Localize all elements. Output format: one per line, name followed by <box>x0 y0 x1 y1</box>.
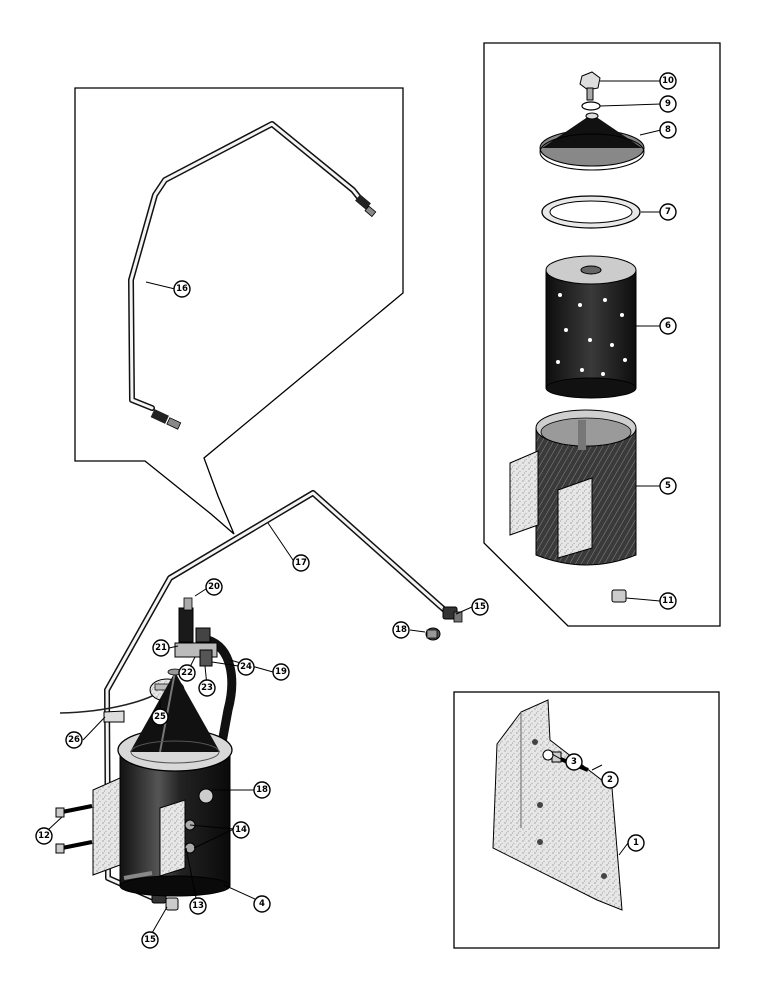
callout-12: 12 <box>35 827 53 845</box>
svg-text:18: 18 <box>395 625 407 635</box>
svg-text:15: 15 <box>474 602 486 612</box>
hose-17 <box>104 490 450 903</box>
svg-text:3: 3 <box>571 757 577 767</box>
callout-25: 24 <box>237 658 255 676</box>
svg-text:2: 2 <box>607 775 613 785</box>
callout-8: 8 <box>659 121 677 139</box>
filter-canister-4 <box>92 668 233 897</box>
housing-5 <box>509 409 637 566</box>
svg-text:12: 12 <box>38 831 50 841</box>
svg-text:24: 24 <box>240 662 252 672</box>
hose-16-end-fitting-top <box>355 194 377 218</box>
svg-text:21: 21 <box>155 643 167 653</box>
washer-9 <box>581 101 601 111</box>
callout-1: 1 <box>627 834 645 852</box>
washer-3 <box>542 749 554 761</box>
callout-14: 14 <box>232 821 250 839</box>
callout-4: 4 <box>253 895 271 913</box>
callout-20: 19 <box>272 663 290 681</box>
callout-16: 16 <box>173 280 191 298</box>
callout-21: 20 <box>205 578 223 596</box>
hose-16 <box>128 121 377 430</box>
callout-13: 13 <box>189 897 207 915</box>
callout-18: 18 <box>253 781 271 799</box>
svg-text:13: 13 <box>192 901 204 911</box>
bolt-10 <box>579 71 601 101</box>
callout-26: 25 <box>151 708 169 726</box>
connector-19 <box>425 627 441 641</box>
svg-text:5: 5 <box>665 481 671 491</box>
clip-27 <box>103 710 125 723</box>
bracket-1 <box>492 699 623 911</box>
callout-10: 10 <box>659 72 677 90</box>
svg-text:11: 11 <box>662 596 674 606</box>
svg-text:23: 23 <box>201 683 213 693</box>
lid-8 <box>539 112 645 171</box>
callout-7: 7 <box>659 203 677 221</box>
callout-19: 18 <box>392 621 410 639</box>
callout-24: 23 <box>198 679 216 697</box>
hose-16-end-fitting-bottom <box>150 408 182 430</box>
callout-27: 26 <box>65 731 83 749</box>
plug-11 <box>611 589 627 603</box>
svg-text:25: 25 <box>154 712 166 722</box>
callout-23: 22 <box>178 664 196 682</box>
hose-inset-frame <box>74 87 404 535</box>
svg-text:1: 1 <box>633 838 639 848</box>
svg-text:14: 14 <box>235 825 247 835</box>
svg-text:6: 6 <box>665 321 671 331</box>
callout-17: 17 <box>292 554 310 572</box>
svg-text:22: 22 <box>181 668 193 678</box>
callout-6: 6 <box>659 317 677 335</box>
callout-5: 5 <box>659 477 677 495</box>
svg-text:4: 4 <box>259 899 265 909</box>
bolts-12 <box>55 804 93 854</box>
filter-exploded-panel <box>483 42 721 627</box>
bracket-panel <box>453 691 720 949</box>
callout-9: 9 <box>659 95 677 113</box>
elbow-fitting-15-upper <box>442 606 463 623</box>
gasket-7-inner <box>549 200 633 224</box>
svg-text:16: 16 <box>176 284 188 294</box>
callout-2: 2 <box>601 771 619 789</box>
callout-3: 3 <box>565 753 583 771</box>
valve-assembly <box>174 597 218 667</box>
element-6 <box>545 255 637 399</box>
svg-text:20: 20 <box>208 582 220 592</box>
svg-text:15: 15 <box>144 935 156 945</box>
svg-text:19: 19 <box>275 667 287 677</box>
callout-15-lower: 15 <box>141 931 159 949</box>
callout-22: 21 <box>152 639 170 657</box>
svg-text:18: 18 <box>256 785 268 795</box>
svg-text:9: 9 <box>665 99 671 109</box>
svg-text:26: 26 <box>68 735 80 745</box>
svg-text:10: 10 <box>662 76 674 86</box>
svg-text:8: 8 <box>665 125 671 135</box>
callout-11: 11 <box>659 592 677 610</box>
svg-text:7: 7 <box>665 207 671 217</box>
callout-15-upper: 15 <box>471 598 489 616</box>
svg-text:17: 17 <box>295 558 307 568</box>
wire <box>59 689 163 714</box>
